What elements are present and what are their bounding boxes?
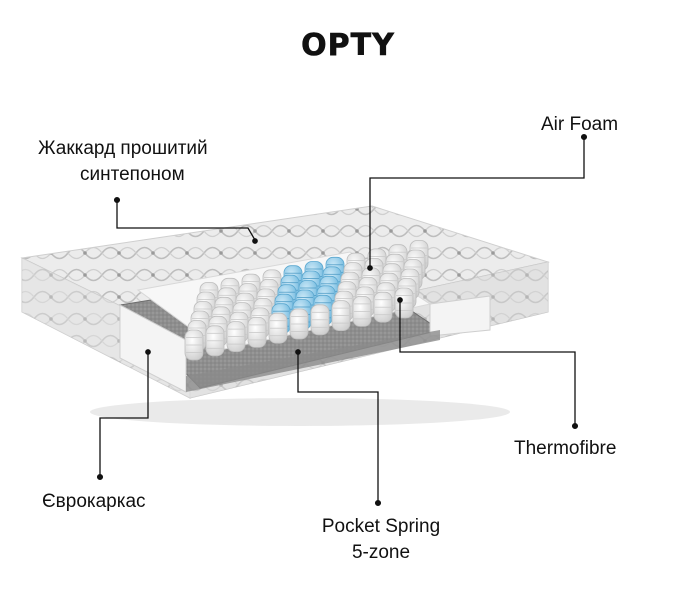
label-pocket-line1: Pocket Spring [321,516,441,537]
pocket-spring [352,295,372,327]
felt-bottom [186,330,440,392]
pocket-spring [268,312,288,344]
pocket-spring [373,291,393,323]
pocket-spring [331,300,351,332]
eurokarkas-right [429,295,491,337]
product-title: OPTY [301,28,395,64]
pocket-spring [310,304,330,336]
pocket-spring [247,316,267,348]
pocket-springs [184,240,429,361]
label-jacquard: Жаккард прошитий синтепоном [38,136,208,188]
label-pocket-line2: 5-zone [351,542,411,563]
label-thermofibre: Thermofibre [514,438,617,459]
pocket-spring [205,325,225,357]
label-jacquard-line1: Жаккард прошитий [38,138,208,159]
leader-lines [96,133,588,507]
label-pocket-spring: Pocket Spring 5-zone [306,514,456,566]
label-eurokarkas: Єврокаркас [42,491,146,512]
label-air-foam: Air Foam [541,114,619,135]
pocket-spring [289,308,309,340]
pocket-spring [184,329,204,361]
pocket-spring [394,287,414,319]
label-jacquard-line2: синтепоном [80,164,185,185]
pocket-spring [226,321,246,353]
mattress-shadow [90,398,510,426]
